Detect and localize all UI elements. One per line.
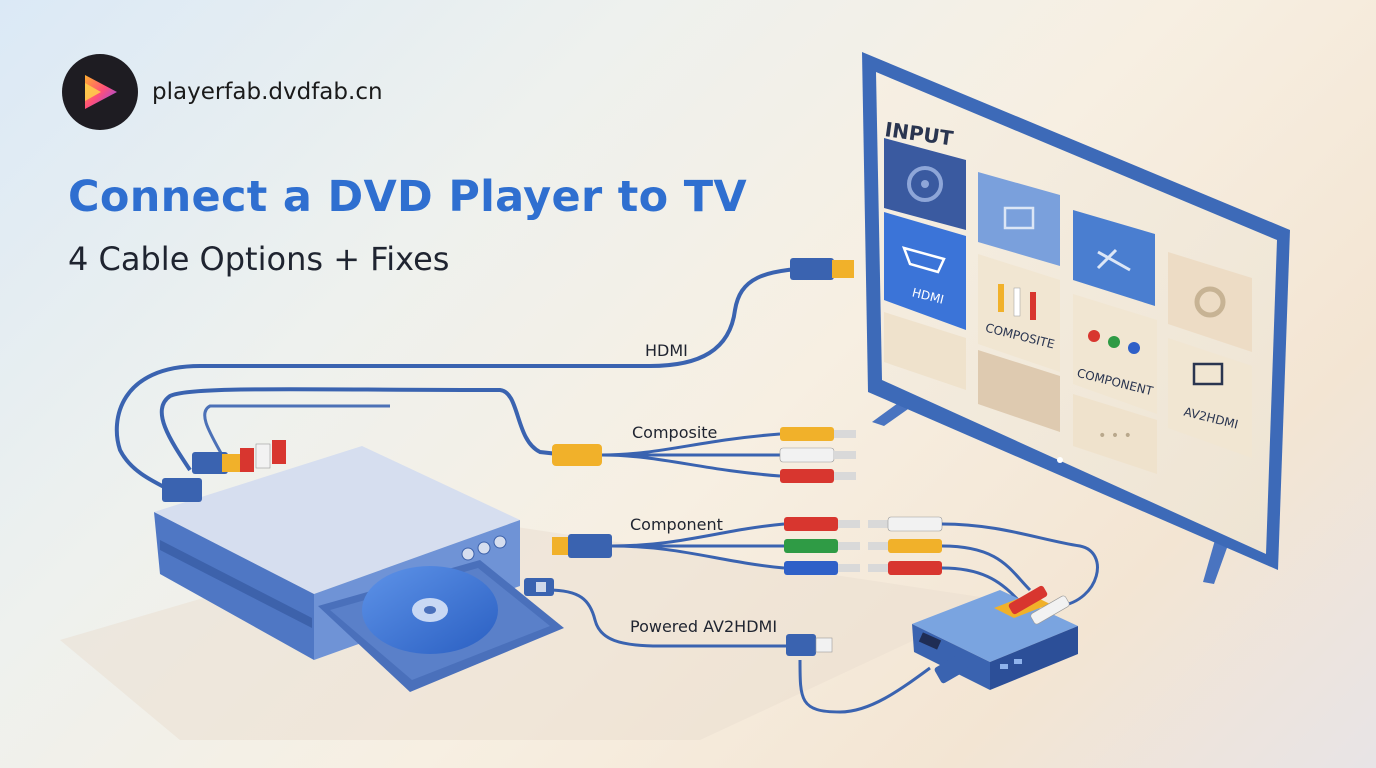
input-tile-dvd[interactable] — [884, 138, 966, 230]
cable-label-av2hdmi: Powered AV2HDMI — [630, 617, 777, 636]
gear-icon — [1194, 286, 1226, 318]
composite-cable-trunk — [159, 387, 559, 472]
av2hdmi-converter — [912, 585, 1078, 690]
brand: playerfab.dvdfab.cn — [62, 54, 383, 130]
playerfab-logo-icon — [62, 54, 138, 130]
composite-cable — [552, 427, 856, 483]
input-tile-empty-1 — [884, 312, 966, 390]
input-tile-composite[interactable]: COMPOSITE — [978, 254, 1060, 372]
hdmi-port-icon — [901, 246, 946, 274]
converter-av-cable — [868, 516, 1099, 608]
red-jack-icon — [1088, 330, 1100, 342]
input-tile-tv[interactable] — [978, 172, 1060, 266]
blue-jack-icon — [1128, 342, 1140, 354]
television: INPUT HDMI COMPO — [862, 52, 1290, 584]
player-button[interactable] — [461, 547, 475, 561]
converter-hdmi-out-cable — [798, 659, 931, 714]
input-tile-more[interactable]: • • • — [1073, 394, 1157, 474]
yellow-plug-icon — [998, 284, 1004, 312]
player-composite-plugs — [240, 440, 286, 472]
player-button[interactable] — [493, 535, 507, 549]
dvd-player — [154, 446, 564, 692]
monitor-icon — [1192, 362, 1224, 386]
input-tile-av2hdmi[interactable]: AV2HDMI — [1168, 338, 1252, 458]
input-tile-empty-2 — [978, 350, 1060, 432]
hdmi-cable — [114, 266, 827, 492]
input-tile-hdmi[interactable]: HDMI — [884, 212, 966, 330]
page-subtitle: 4 Cable Options + Fixes — [68, 240, 450, 278]
hdmi-port-icon — [918, 632, 942, 650]
component-cable — [552, 517, 860, 575]
player-button[interactable] — [477, 541, 491, 555]
hdmi-plug-tv — [790, 258, 854, 280]
usb-power-cable — [547, 588, 790, 648]
input-tile-settings[interactable] — [1168, 252, 1252, 352]
cable-label-composite: Composite — [632, 423, 717, 442]
usb-plug — [786, 634, 833, 656]
green-jack-icon — [1108, 336, 1120, 348]
cable-label-hdmi: HDMI — [645, 341, 688, 360]
page-title: Connect a DVD Player to TV — [68, 172, 747, 222]
cable-label-component: Component — [630, 515, 723, 534]
player-hdmi-plug — [162, 452, 242, 502]
more-icon: • • • — [1098, 428, 1132, 444]
red-plug-icon — [1030, 292, 1036, 320]
input-tile-signal[interactable] — [1073, 210, 1155, 306]
white-plug-icon — [1013, 287, 1021, 317]
brand-domain: playerfab.dvdfab.cn — [152, 79, 383, 105]
